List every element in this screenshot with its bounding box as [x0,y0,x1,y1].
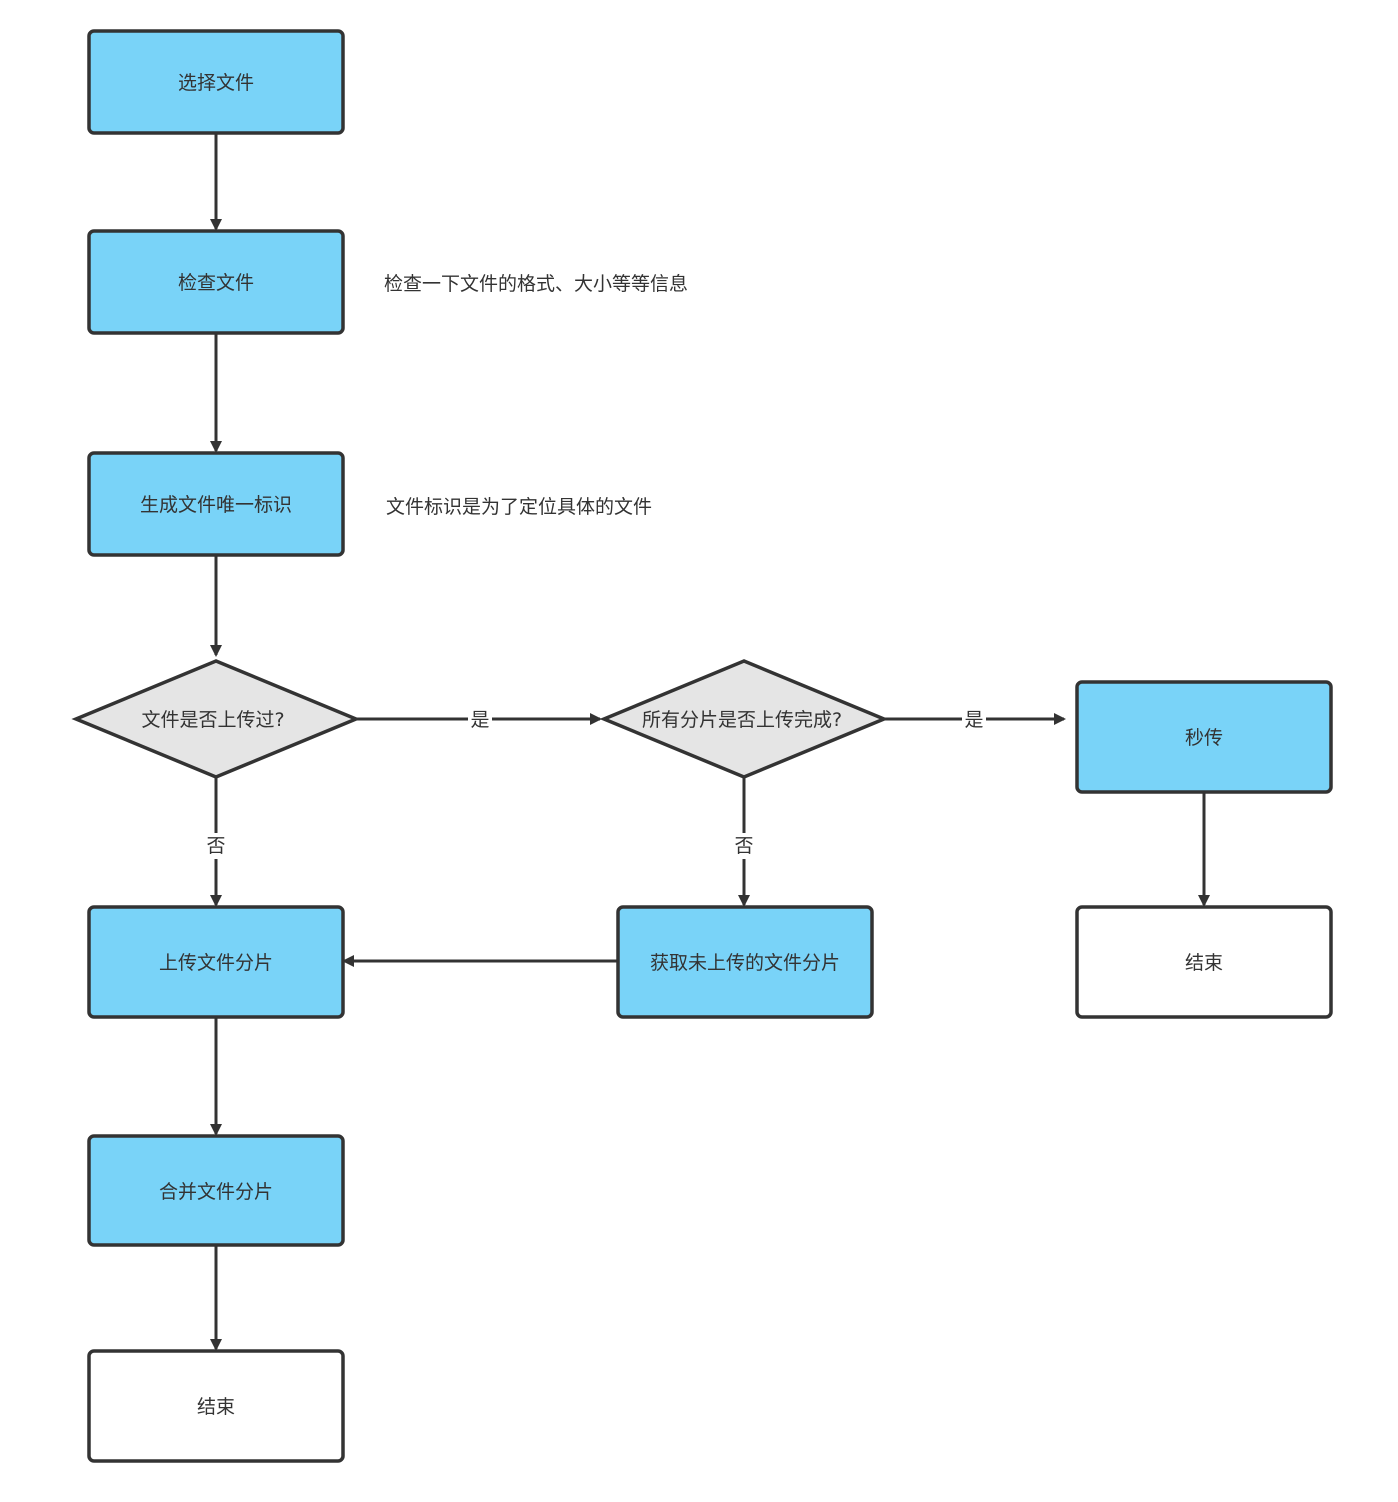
node-instant-upload-label: 秒传 [1185,727,1223,749]
node-merge-chunks-label: 合并文件分片 [159,1181,273,1203]
node-upload-chunks[interactable]: 上传文件分片 [87,905,345,1019]
node-get-missing-chunks-label: 获取未上传的文件分片 [650,952,840,974]
node-check-file[interactable]: 检查文件 [87,229,345,335]
node-instant-upload[interactable]: 秒传 [1075,680,1333,794]
node-generate-id[interactable]: 生成文件唯一标识 [87,451,345,557]
node-get-missing-chunks[interactable]: 获取未上传的文件分片 [616,905,874,1019]
edge-label-yes-2: 是 [964,709,983,731]
edge-labels: 是 是 否 否 [204,707,986,859]
node-end-right[interactable]: 结束 [1075,905,1333,1019]
node-end-bottom-label: 结束 [197,1396,235,1418]
edge-label-no-1: 否 [206,835,225,857]
note-file-id: 文件标识是为了定位具体的文件 [386,496,652,518]
node-merge-chunks[interactable]: 合并文件分片 [87,1134,345,1247]
decision-uploaded[interactable]: 文件是否上传过? [71,659,361,779]
edge-label-yes-1: 是 [470,709,489,731]
node-end-right-label: 结束 [1185,952,1223,974]
node-select-file-label: 选择文件 [178,72,254,94]
edge-label-no-2: 否 [734,835,753,857]
decision-all-chunks[interactable]: 所有分片是否上传完成? [599,659,889,779]
node-check-file-label: 检查文件 [178,272,254,294]
decision-uploaded-label: 文件是否上传过? [141,709,284,731]
node-upload-chunks-label: 上传文件分片 [159,952,273,974]
node-generate-id-label: 生成文件唯一标识 [140,494,292,516]
decision-all-chunks-label: 所有分片是否上传完成? [642,709,842,731]
node-select-file[interactable]: 选择文件 [87,29,345,135]
node-end-bottom[interactable]: 结束 [87,1349,345,1463]
note-check-file: 检查一下文件的格式、大小等等信息 [384,273,688,295]
